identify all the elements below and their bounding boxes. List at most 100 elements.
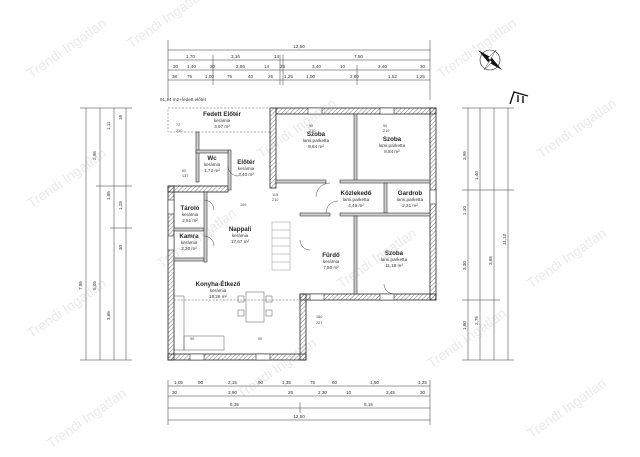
room-szoba-1: Szoba lami.parketta 9,84 m² <box>303 131 330 149</box>
room-floor: kerámia <box>204 162 221 167</box>
room-kamra: Kamra kerámia 2,30 m² <box>179 233 199 251</box>
dim-bot-r2-4: 10 <box>346 390 352 395</box>
room-nappali: Nappali kerámia 17,67 m² <box>229 226 252 244</box>
room-area: 4,49 m² <box>348 203 364 208</box>
left-dimensions <box>80 107 132 361</box>
dim-left-5: 3,65 <box>106 311 111 320</box>
opening-label-12: 227 <box>316 321 322 325</box>
room-name: Gardrob <box>398 190 423 197</box>
room-name: Szoba <box>385 250 404 257</box>
room-area: 18,26 m² <box>209 294 228 299</box>
dim-bot-r1-4: 1,35 <box>282 380 291 385</box>
dim-bot-r2-2: 25 <box>288 390 294 395</box>
room-tarolo: Tároló kerámia 2,51 m² <box>181 205 200 223</box>
dim-top-r3-6: 3,40 <box>312 64 321 69</box>
dim-top-r3-3: 2,86 <box>236 64 245 69</box>
dim-bot-r2-3: 2,30 <box>318 390 327 395</box>
dim-bot-r1-8: 1,25 <box>418 380 427 385</box>
dim-top-r4-1: 75 <box>187 74 193 79</box>
dim-bot-r2-0: 30 <box>172 390 178 395</box>
area-note: 91,24 m2+fedett előtér <box>160 97 207 102</box>
room-wc: Wc kerámia 1,72 m² <box>204 155 221 173</box>
dim-left-7: 1,25 <box>118 201 123 210</box>
dim-bot-r1-2: 2,15 <box>228 380 237 385</box>
opening-label-2: 60 <box>182 169 186 173</box>
dining-table <box>237 291 273 323</box>
top-dim-labels: 12,50 1,70 3,16 14 7,50 30 1,40 30 2,86 … <box>172 44 426 79</box>
room-area: 2,51 m² <box>182 218 198 223</box>
room-name: Konyha-Étkező <box>196 280 241 288</box>
top-dimensions <box>167 40 431 100</box>
dim-bot-r2-1: 3,90 <box>228 390 237 395</box>
dim-left-8: 30 <box>118 244 123 250</box>
dim-top-r3-5: 25 <box>280 64 286 69</box>
dim-top-d: 7,50 <box>354 54 363 59</box>
dim-bot-r3-0: 6,35 <box>230 402 239 407</box>
dim-bot-r2-5: 3,45 <box>386 390 395 395</box>
opening-label-9: 210 <box>272 198 278 202</box>
dim-top-r4-8: 2,80 <box>350 74 359 79</box>
room-name: Fedett Előtér <box>203 111 241 118</box>
opening-label-8: 115 <box>272 193 278 197</box>
room-name: Tároló <box>181 205 200 212</box>
dim-bot-r1-0: 1,05 <box>174 380 183 385</box>
dim-top-r3-8: 3,40 <box>378 64 387 69</box>
opening-label-1: 210 <box>176 129 182 133</box>
dim-bot-r1-1: 90 <box>198 380 204 385</box>
dim-top-r3-9: 30 <box>420 64 426 69</box>
room-area: 3,97 m² <box>214 124 230 129</box>
left-dim-labels: 7,95 2,95 5,05 1,11 1,85 3,65 16 1,25 30 <box>78 114 123 320</box>
dim-right-0: 3,95 <box>462 151 467 160</box>
dim-left-6: 16 <box>118 114 123 120</box>
room-area: 2,31 m² <box>402 203 418 208</box>
room-eloter: Előtér kerámia 3,40 m² <box>237 159 255 177</box>
dim-bot-r1-5: 75 <box>310 380 316 385</box>
room-name: Kamra <box>179 233 199 240</box>
room-area: 17,67 m² <box>231 239 250 244</box>
dim-top-r3-4: 14 <box>264 64 270 69</box>
dim-top-b: 3,16 <box>231 54 240 59</box>
room-floor: lami.parketta <box>303 138 330 143</box>
dim-top-c: 14 <box>274 54 280 59</box>
opening-label-4: 90 <box>309 124 313 128</box>
section-mark-icon <box>509 91 529 105</box>
opening-label-11: 180 <box>316 315 322 319</box>
bottom-dim-labels: 1,05 90 2,15 90 1,35 75 60 1,50 1,25 30 … <box>172 380 427 419</box>
dim-top-r4-2: 1,00 <box>205 74 214 79</box>
room-name: Szoba <box>307 131 326 138</box>
kitchen-counter <box>173 295 225 351</box>
room-szoba-3: Szoba lami.parketta 11,18 m² <box>381 250 408 268</box>
opening-label-13: 90 <box>190 337 194 341</box>
dim-top-r4-6: 1,25 <box>284 74 293 79</box>
room-name: Fürdő <box>322 252 340 259</box>
room-floor: kerámia <box>323 259 340 264</box>
room-floor: lami.parketta <box>397 197 424 202</box>
room-name: Wc <box>207 155 217 162</box>
room-labels: Fedett Előtér kerámia 3,97 m² Wc kerámia… <box>179 111 423 299</box>
room-gardrob: Gardrob lami.parketta 2,31 m² <box>397 190 424 208</box>
nappali-stair <box>271 221 291 271</box>
bottom-dimensions <box>167 380 431 425</box>
dim-top-r3-1: 1,40 <box>187 64 196 69</box>
room-floor: kerámia <box>182 212 199 217</box>
dim-bot-r2-6: 30 <box>420 390 426 395</box>
room-area: 2,30 m² <box>181 246 197 251</box>
room-floor: lami.parketta <box>343 197 370 202</box>
room-name: Nappali <box>229 226 252 233</box>
dim-left-1: 2,95 <box>92 151 97 160</box>
dim-top-r3-2: 30 <box>210 64 216 69</box>
room-floor: lami.parketta <box>381 257 408 262</box>
room-area: 7,50 m² <box>323 265 339 270</box>
dim-top-r4-0: 38 <box>172 74 178 79</box>
room-floor: kerámia <box>214 118 231 123</box>
dim-top-total: 12,50 <box>293 44 305 49</box>
dim-left-4: 1,85 <box>106 191 111 200</box>
dim-bot-r3-1: 6,15 <box>364 402 373 407</box>
opening-label-7: 210 <box>383 129 389 133</box>
dim-top-r4-3: 75 <box>227 74 233 79</box>
room-area: 1,72 m² <box>204 168 220 173</box>
dim-right-4: 1,40 <box>474 171 479 180</box>
dim-bot-r1-6: 60 <box>332 380 338 385</box>
right-dim-labels: 3,95 1,10 3,30 1,80 1,40 2,75 3,65 11,10 <box>462 151 507 330</box>
